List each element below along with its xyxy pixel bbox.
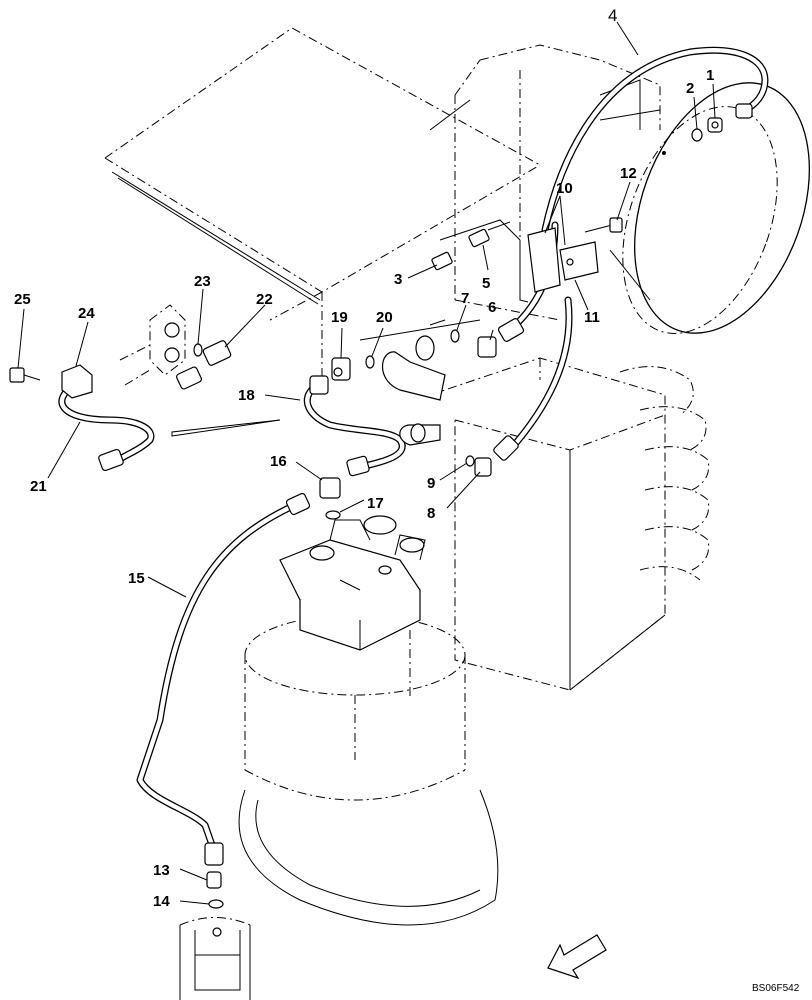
valve-block-left	[119, 304, 202, 390]
bracket-10	[519, 227, 599, 303]
bottom-filter-fitting	[179, 917, 251, 1000]
fitting-22	[202, 340, 232, 366]
callout-14: 14	[153, 893, 170, 910]
callout-20: 20	[376, 309, 393, 326]
callout-17: 17	[367, 495, 384, 512]
callout-2: 2	[686, 80, 694, 97]
elbow-16	[319, 477, 341, 499]
adapter-13	[206, 871, 222, 889]
callout-22: 22	[256, 291, 273, 308]
callout-3: 3	[394, 271, 402, 288]
elbow-8	[474, 457, 492, 477]
hose-end-right	[493, 318, 525, 461]
hose-end-15	[204, 492, 311, 866]
o-ring-17	[325, 510, 341, 520]
hydraulic-tank	[238, 614, 499, 926]
callout-15: 15	[128, 570, 145, 587]
callout-16: 16	[270, 453, 287, 470]
leader-lines	[17, 21, 716, 905]
hose-4	[541, 46, 769, 234]
callout-23: 23	[194, 273, 211, 290]
hose-end-4	[735, 103, 753, 119]
hose-15	[136, 501, 299, 849]
o-ring-14	[208, 899, 224, 909]
clamp-24	[61, 364, 93, 399]
return-pipe	[382, 319, 446, 446]
hose-21	[58, 381, 155, 466]
bolt-25	[9, 367, 41, 383]
fitting-5	[468, 221, 511, 248]
callout-18: 18	[238, 387, 255, 404]
control-valve-block	[429, 357, 710, 691]
o-ring-9	[465, 455, 475, 467]
callout-19: 19	[331, 309, 348, 326]
elbow-19	[331, 357, 351, 381]
hose-end-18	[309, 375, 370, 477]
callout-10: 10	[556, 180, 573, 197]
callout-12: 12	[620, 165, 637, 182]
front-direction-arrow-icon	[547, 934, 607, 980]
callout-25: 25	[14, 291, 31, 308]
callout-13: 13	[153, 862, 170, 879]
hose-end-21	[98, 448, 124, 472]
o-ring-7	[450, 329, 460, 343]
o-ring-20	[365, 355, 375, 369]
callout-5: 5	[482, 275, 490, 292]
o-ring-2	[691, 128, 703, 142]
callout-7: 7	[461, 290, 469, 307]
swing-motor-valve	[279, 515, 426, 651]
o-ring-23	[193, 343, 203, 357]
callout-9: 9	[427, 475, 435, 492]
callout-1: 1	[706, 67, 714, 84]
callout-24: 24	[78, 305, 95, 322]
fitting-1	[707, 117, 723, 133]
machine-frame-outline	[104, 27, 661, 380]
callout-4: 4	[608, 6, 617, 25]
elbow-6	[477, 336, 497, 358]
callout-8: 8	[427, 505, 435, 522]
callout-11: 11	[584, 309, 600, 326]
callout-21: 21	[30, 478, 47, 495]
connection-pointer	[171, 419, 281, 437]
callout-6: 6	[488, 299, 496, 316]
drawing-code: BS06F542	[752, 983, 800, 994]
bolt-12	[584, 217, 623, 233]
flywheel-housing	[599, 82, 810, 334]
plug-3	[431, 251, 453, 271]
hose-18	[303, 381, 406, 472]
